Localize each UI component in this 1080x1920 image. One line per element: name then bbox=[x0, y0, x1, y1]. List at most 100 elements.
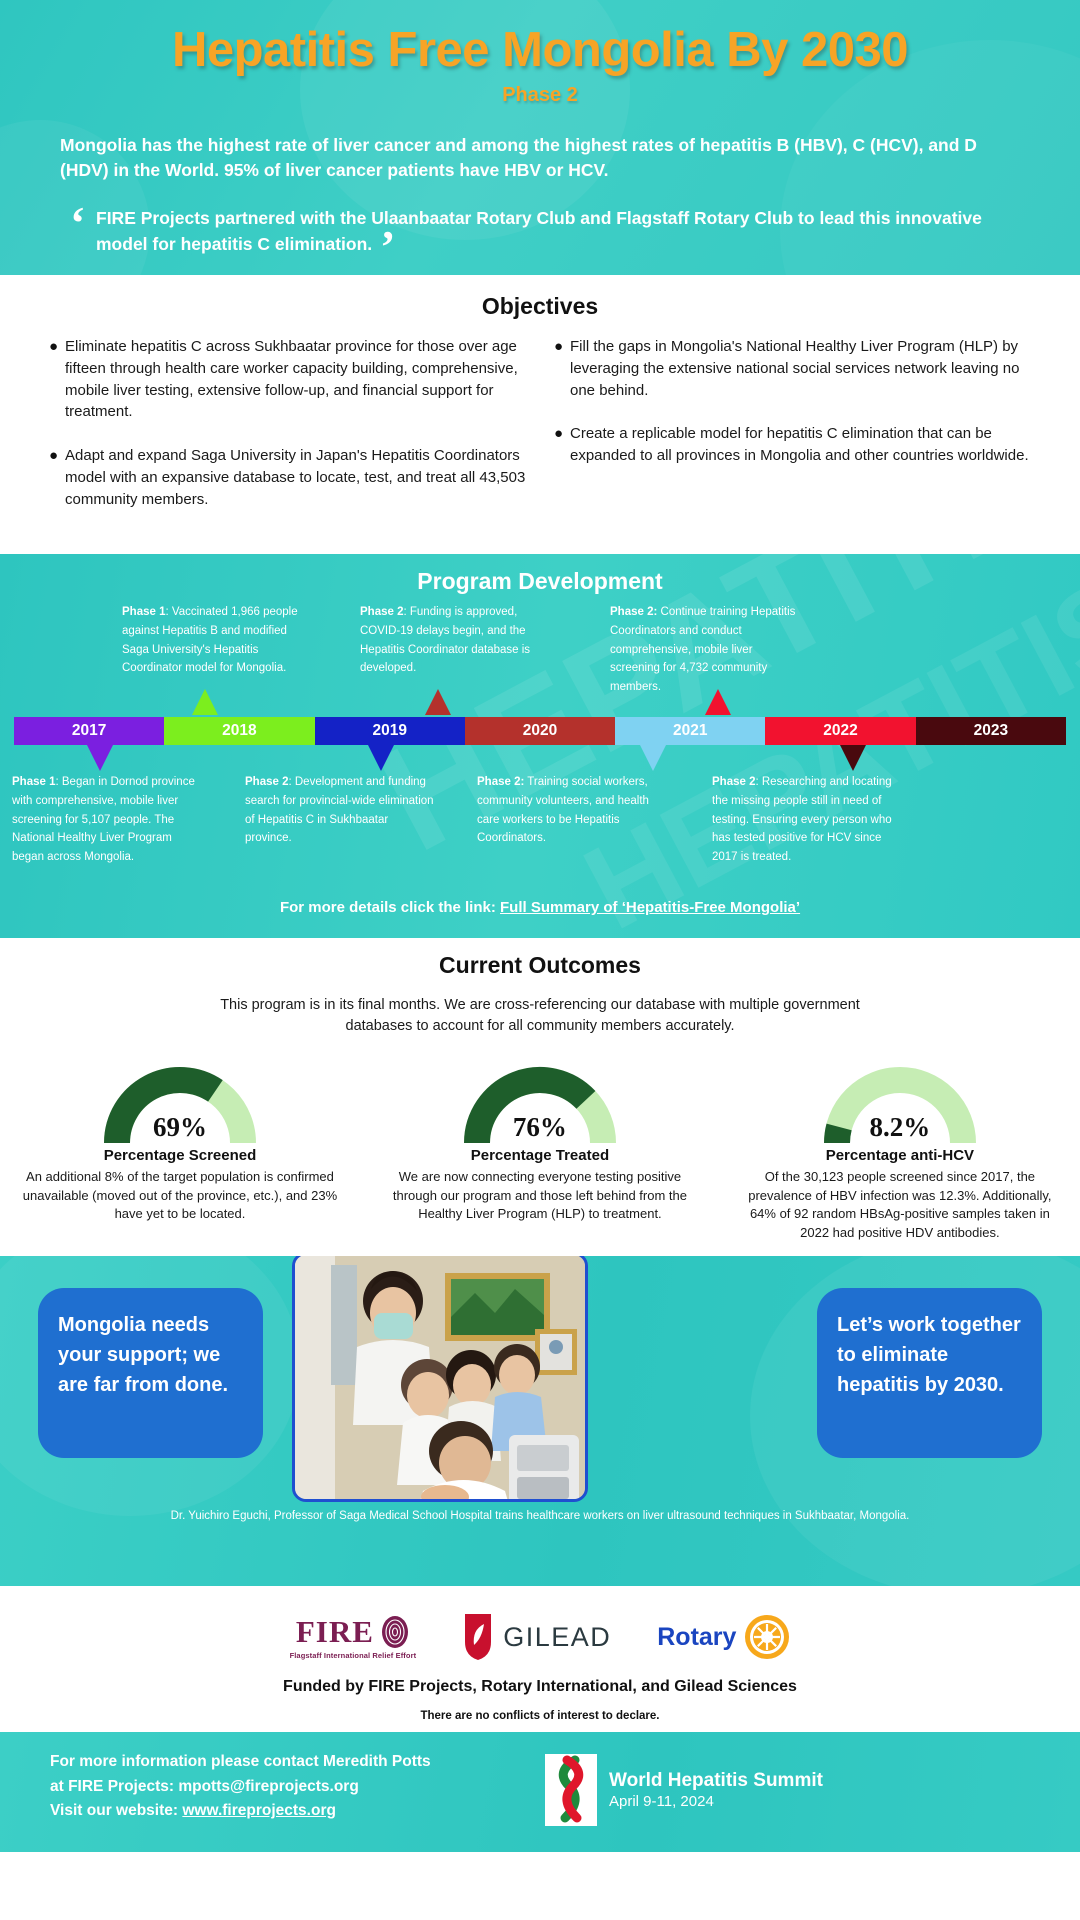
timeline-notes-below: Phase 1: Began in Dornod province with c… bbox=[0, 773, 1080, 893]
objective-item: ● Eliminate hepatitis C across Sukhbaata… bbox=[49, 336, 526, 423]
gauge-label: Percentage Treated bbox=[470, 1147, 610, 1165]
timeline-note-text: Training social workers, community volun… bbox=[477, 776, 649, 845]
timeline-note-text: : Began in Dornod province with comprehe… bbox=[12, 776, 195, 863]
timeline-note-label: Phase 1 bbox=[122, 606, 166, 619]
timeline: Phase 1: Vaccinated 1,966 people against… bbox=[0, 605, 1080, 915]
gauge-description: We are now connecting everyone testing p… bbox=[392, 1169, 687, 1222]
gilead-logo-wordmark: GILEAD bbox=[503, 1621, 612, 1652]
hero-quote-text: FIRE Projects partnered with the Ulaanba… bbox=[96, 207, 982, 254]
website-prefix: Visit our website: bbox=[50, 1802, 183, 1820]
objective-text: Adapt and expand Saga University in Japa… bbox=[65, 447, 526, 508]
current-outcomes-intro: This program is in its final months. We … bbox=[220, 997, 860, 1035]
fire-logo-subtitle: Flagstaff International Relief Effort bbox=[289, 1651, 417, 1661]
timeline-note: Phase 1: Vaccinated 1,966 people against… bbox=[122, 603, 312, 678]
gauge-description: An additional 8% of the target populatio… bbox=[22, 1169, 338, 1222]
timeline-pointer-2020 bbox=[425, 689, 451, 716]
program-development-heading: Program Development bbox=[417, 568, 663, 595]
gilead-logo: GILEAD bbox=[462, 1612, 611, 1662]
timeline-pointer-2017 bbox=[87, 745, 113, 772]
timeline-note: Phase 1: Began in Dornod province with c… bbox=[12, 773, 202, 866]
timeline-note-text: Continue training Hepatitis Coordinators… bbox=[610, 606, 796, 693]
timeline-year-2022: 2022 bbox=[765, 717, 916, 746]
cta-right: Let’s work together to eliminate hepatit… bbox=[817, 1288, 1042, 1459]
gauge-value: 69% bbox=[152, 1112, 207, 1143]
timeline-note-label: Phase 2: bbox=[610, 606, 658, 619]
objectives-section: Objectives ● Eliminate hepatitis C acros… bbox=[0, 275, 1080, 555]
timeline-note-label: Phase 2 bbox=[245, 776, 289, 789]
objective-text: Fill the gaps in Mongolia's National Hea… bbox=[570, 338, 1020, 399]
fire-fingerprint-icon bbox=[381, 1616, 408, 1649]
full-summary-line: For more details click the link: Full Su… bbox=[0, 899, 1080, 928]
timeline-note-label: Phase 2: bbox=[477, 776, 525, 789]
objectives-column-right: ● Fill the gaps in Mongolia's National H… bbox=[540, 336, 1045, 532]
link-prefix-text: For more details click the link: bbox=[279, 899, 501, 917]
fire-logo-wordmark: FIRE bbox=[295, 1614, 374, 1650]
objective-text: Eliminate hepatitis C across Sukhbaatar … bbox=[65, 338, 518, 421]
sponsors-section: FIRE Flagstaff International Relief Effo… bbox=[0, 1586, 1080, 1733]
objectives-heading: Objectives bbox=[481, 293, 599, 320]
bullet-icon: ● bbox=[49, 447, 59, 465]
objectives-grid: ● Eliminate hepatitis C across Sukhbaata… bbox=[35, 336, 1045, 532]
timeline-year-2023: 2023 bbox=[915, 717, 1066, 746]
timeline-year-2020: 2020 bbox=[464, 717, 616, 746]
summit-date: April 9-11, 2024 bbox=[609, 1793, 714, 1811]
objective-text: Create a replicable model for hepatitis … bbox=[570, 425, 1029, 465]
hero-description: Mongolia has the highest rate of liver c… bbox=[60, 135, 977, 180]
page-subtitle: Phase 2 bbox=[502, 84, 578, 106]
timeline-note: Phase 2: Development and funding search … bbox=[245, 773, 435, 848]
gauge-screened: 69% Percentage Screened An additional 8%… bbox=[0, 1059, 360, 1242]
hero-quote: ‘FIRE Projects partnered with the Ulaanb… bbox=[70, 196, 982, 272]
gauge-value: 8.2% bbox=[869, 1112, 931, 1143]
world-hepatitis-summit-logo-icon bbox=[545, 1754, 597, 1827]
timeline-pointer-2022 bbox=[705, 689, 731, 716]
timeline-year-2021: 2021 bbox=[615, 717, 766, 746]
rotary-logo-wordmark: Rotary bbox=[657, 1622, 737, 1651]
gauge-arc: 69% bbox=[100, 1059, 260, 1145]
photo-caption: Dr. Yuichiro Eguchi, Professor of Saga M… bbox=[170, 1510, 910, 1523]
ultrasound-training-photo bbox=[295, 1256, 585, 1500]
gauges-row: 69% Percentage Screened An additional 8%… bbox=[0, 1059, 1080, 1242]
gauge-arc: 76% bbox=[460, 1059, 620, 1145]
gauge-chart-icon bbox=[103, 1067, 256, 1145]
summit-text: World Hepatitis Summit April 9-11, 2024 bbox=[609, 1770, 823, 1810]
objective-item: ● Fill the gaps in Mongolia's National H… bbox=[554, 336, 1031, 401]
timeline-year-2017: 2017 bbox=[14, 717, 165, 746]
quote-close-icon: ’ bbox=[380, 220, 396, 272]
gauge-arc: 8.2% bbox=[820, 1059, 980, 1145]
current-outcomes-heading: Current Outcomes bbox=[439, 952, 641, 979]
bullet-icon: ● bbox=[554, 338, 564, 356]
fire-logo: FIRE Flagstaff International Relief Effo… bbox=[290, 1614, 417, 1660]
current-outcomes-section: Current Outcomes This program is in its … bbox=[0, 938, 1080, 1257]
gauge-anti-hcv: 8.2% Percentage anti-HCV Of the 30,123 p… bbox=[720, 1059, 1080, 1242]
summit-block: World Hepatitis Summit April 9-11, 2024 bbox=[545, 1754, 823, 1827]
timeline-note: Phase 2: Funding is approved, COVID-19 d… bbox=[360, 603, 550, 678]
gilead-shield-icon bbox=[465, 1614, 492, 1661]
timeline-note: Phase 2: Researching and locating the mi… bbox=[712, 773, 910, 866]
gauge-description: Of the 30,123 people screened since 2017… bbox=[748, 1169, 1052, 1240]
timeline-note-label: Phase 2 bbox=[360, 606, 404, 619]
website-link[interactable]: www.fireprojects.org bbox=[182, 1802, 336, 1820]
contact-block: For more information please contact Mere… bbox=[50, 1750, 431, 1823]
full-summary-link[interactable]: Full Summary of ‘Hepatitis-Free Mongolia… bbox=[500, 899, 801, 917]
gauge-label: Percentage Screened bbox=[103, 1147, 257, 1165]
bullet-icon: ● bbox=[49, 338, 59, 356]
gauge-label: Percentage anti-HCV bbox=[825, 1147, 975, 1165]
program-development-section: HEPATITIS HEPATITIS Program Development … bbox=[0, 554, 1080, 939]
gauge-value: 76% bbox=[512, 1112, 567, 1143]
timeline-note-text: : Funding is approved, COVID-19 delays b… bbox=[360, 606, 531, 675]
timeline-pointer-2021 bbox=[640, 745, 666, 772]
timeline-pointer-2018 bbox=[192, 689, 218, 716]
gauge-treated: 76% Percentage Treated We are now connec… bbox=[360, 1059, 720, 1242]
contact-line-3: Visit our website: www.fireprojects.org bbox=[50, 1799, 431, 1823]
sponsor-logos: FIRE Flagstaff International Relief Effo… bbox=[0, 1604, 1080, 1670]
contact-line-2: at FIRE Projects: mpotts@fireprojects.or… bbox=[50, 1777, 359, 1795]
timeline-notes-above: Phase 1: Vaccinated 1,966 people against… bbox=[0, 605, 1080, 715]
conflicts-of-interest-text: There are no conflicts of interest to de… bbox=[420, 1710, 660, 1723]
footer-section: For more information please contact Mere… bbox=[0, 1732, 1080, 1853]
timeline-bar: 2017 2018 2019 2020 2021 2022 2023 bbox=[14, 717, 1066, 746]
timeline-pointer-2019 bbox=[368, 745, 394, 772]
timeline-note: Phase 2: Training social workers, commun… bbox=[477, 773, 667, 848]
objectives-column-left: ● Eliminate hepatitis C across Sukhbaata… bbox=[35, 336, 540, 532]
bullet-icon: ● bbox=[554, 425, 564, 443]
